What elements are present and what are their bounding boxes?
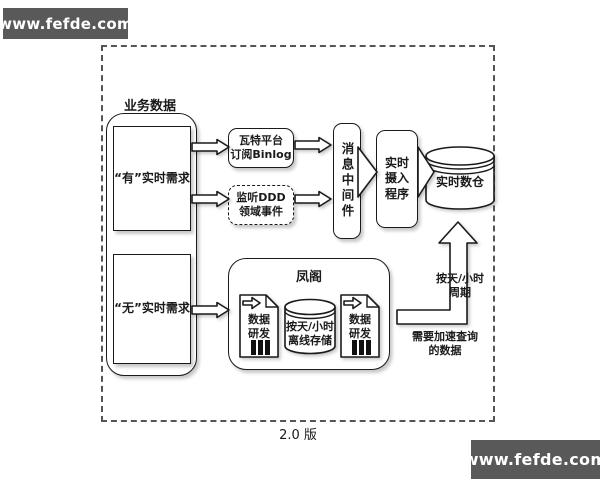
diagram-border <box>101 45 495 422</box>
realtime-dw-database-icon: 实时数仓 <box>424 145 496 212</box>
arrow-right-icon <box>191 301 230 319</box>
data-rd-label-right: 数据 研发 <box>349 313 371 340</box>
watermark-top-left: www.fefde.com <box>0 8 133 39</box>
data-rd-document-icon: 数据 研发 <box>239 294 279 358</box>
has-realtime-box: “有”实时需求 <box>113 126 191 231</box>
arrow-right-icon <box>294 190 332 208</box>
ddd-events-box: 监听DDD 领域事件 <box>228 185 294 225</box>
fengge-label: 凤阁 <box>295 270 322 285</box>
data-rd-label-left: 数据 研发 <box>248 313 270 340</box>
cycle-label: 按天/小时 周期 <box>435 272 485 299</box>
business-data-label: 业务数据 <box>124 99 177 114</box>
arrow-right-icon <box>191 190 230 208</box>
need-accel-label: 需要加速查询 的数据 <box>412 330 478 357</box>
arrow-right-icon <box>294 136 332 154</box>
chevron-right-icon <box>417 146 435 198</box>
offline-storage-database-icon: 按天/小时 离线存储 <box>283 298 337 356</box>
watermark-bottom-right: www.fefde.com <box>464 440 600 479</box>
realtime-dw-label: 实时数仓 <box>435 175 484 189</box>
no-realtime-box: “无”实时需求 <box>113 254 191 364</box>
data-rd-document-icon: 数据 研发 <box>340 294 380 358</box>
watt-binlog-box: 瓦特平台 订阅Binlog <box>228 128 294 168</box>
arrow-right-icon <box>343 296 362 310</box>
offline-storage-label: 按天/小时 离线存储 <box>285 320 335 347</box>
version-label: 2.0 版 <box>279 428 317 443</box>
arrow-right-icon <box>242 296 261 310</box>
arrow-right-icon <box>191 138 230 156</box>
chevron-right-icon <box>357 146 378 198</box>
arrow-up-elbow-icon <box>396 221 478 325</box>
message-middleware-box: 消息中间件 <box>333 123 361 239</box>
realtime-ingest-box: 实时 摄入 程序 <box>376 130 418 228</box>
